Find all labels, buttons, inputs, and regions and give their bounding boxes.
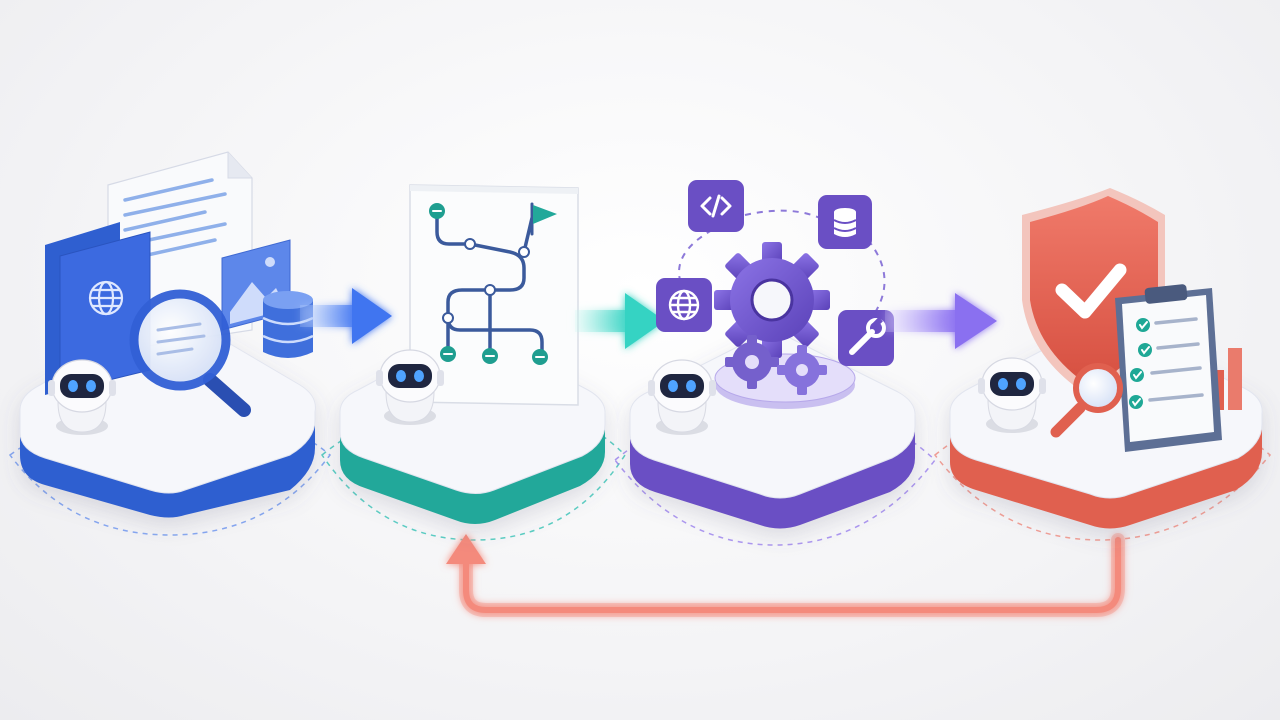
database-icon	[262, 291, 314, 358]
globe-icon	[88, 280, 124, 316]
stage-research	[19, 151, 316, 518]
shield-check-icon	[1022, 188, 1165, 398]
wrench-icon	[838, 310, 894, 366]
globe-icon	[656, 278, 712, 332]
magnifier-icon	[1050, 363, 1123, 438]
gear-icon	[714, 242, 830, 395]
stage-plan	[339, 184, 606, 524]
stage-outline-verify	[933, 394, 1272, 541]
robot-icon	[977, 357, 1047, 434]
robot-icon	[647, 359, 717, 436]
arrow-research-to-plan	[300, 288, 392, 344]
flowchart-icon	[409, 184, 579, 406]
code-icon	[688, 180, 744, 232]
flag-icon	[530, 202, 557, 236]
robot-icon	[375, 349, 445, 426]
database-icon	[818, 195, 872, 249]
clipboard-checklist-icon	[1115, 284, 1222, 452]
stage-outline-research	[8, 404, 332, 536]
arrow-execute-to-verify	[885, 293, 997, 349]
robot-icon	[47, 359, 117, 436]
feedback-arrow	[446, 533, 1125, 617]
arrow-plan-to-execute	[575, 293, 665, 349]
feedback-arrowhead	[446, 534, 486, 564]
stage-verify	[949, 188, 1263, 529]
stage-execute	[629, 180, 916, 529]
magnifier-icon	[129, 289, 251, 417]
